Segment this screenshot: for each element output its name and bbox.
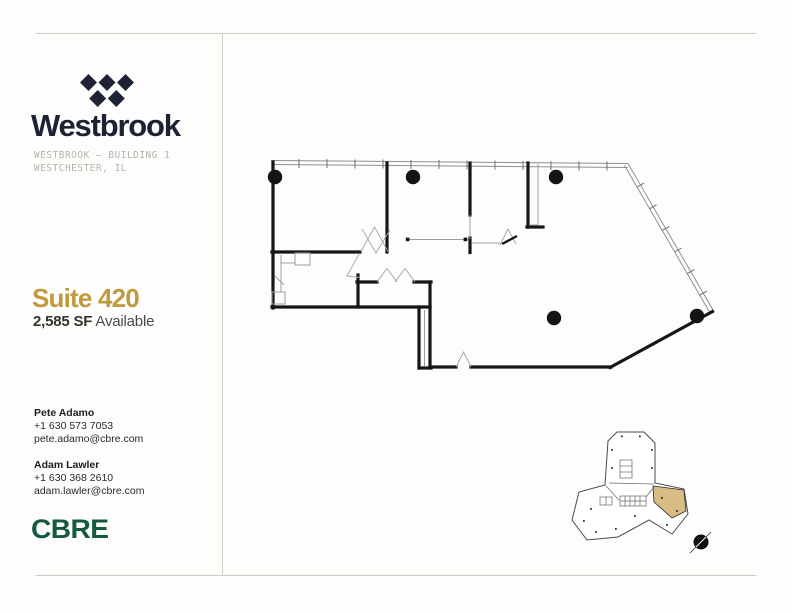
- suite-area-value: 2,585 SF: [33, 313, 93, 330]
- building-label-line1: WESTBROOK – BUILDING 1: [34, 150, 171, 161]
- key-plan: [571, 431, 712, 554]
- building-label: WESTBROOK – BUILDING 1 WESTCHESTER, IL: [34, 150, 170, 175]
- building-label-line2: WESTCHESTER, IL: [34, 162, 127, 174]
- suite-title: Suite 420: [32, 283, 140, 313]
- north-arrow-icon: [689, 531, 712, 554]
- door-stops: [405, 237, 468, 242]
- door-swings: [346, 226, 517, 368]
- contact-phone: +1 630 368 2610: [34, 472, 114, 484]
- building-footprint: [571, 431, 689, 541]
- frame-rule-bottom: [36, 575, 756, 576]
- contact-email: pete.adamo@cbre.com: [34, 433, 144, 445]
- contact-email: adam.lawler@cbre.com: [34, 485, 145, 497]
- columns: [267, 169, 705, 326]
- floor-plan: [267, 159, 715, 370]
- core-elements: [599, 459, 655, 507]
- walls: [270, 160, 715, 370]
- cbre-logo: CBRE: [31, 514, 109, 544]
- contact-card: Adam Lawler +1 630 368 2610 adam.lawler@…: [34, 459, 144, 498]
- window-wall: [270, 160, 714, 313]
- thin-partitions: [271, 164, 539, 366]
- contact-name: Pete Adamo: [34, 407, 95, 419]
- brand-wordmark: Westbrook: [31, 108, 181, 143]
- contact-name: Adam Lawler: [34, 459, 100, 471]
- contact-phone: +1 630 573 7053: [34, 420, 114, 432]
- suite-availability: Available: [95, 313, 155, 330]
- keyplan-column-ticks: [583, 435, 678, 533]
- window-mullions: [298, 159, 708, 296]
- door-leaves: [501, 234, 518, 246]
- frame-rule-top: [36, 33, 756, 34]
- frame-divider: [222, 33, 223, 576]
- contact-card: Pete Adamo +1 630 573 7053 pete.adamo@cb…: [34, 407, 143, 446]
- suite-area-line: 2,585 SF Available: [33, 313, 154, 330]
- westbrook-diamonds-icon: [80, 74, 134, 107]
